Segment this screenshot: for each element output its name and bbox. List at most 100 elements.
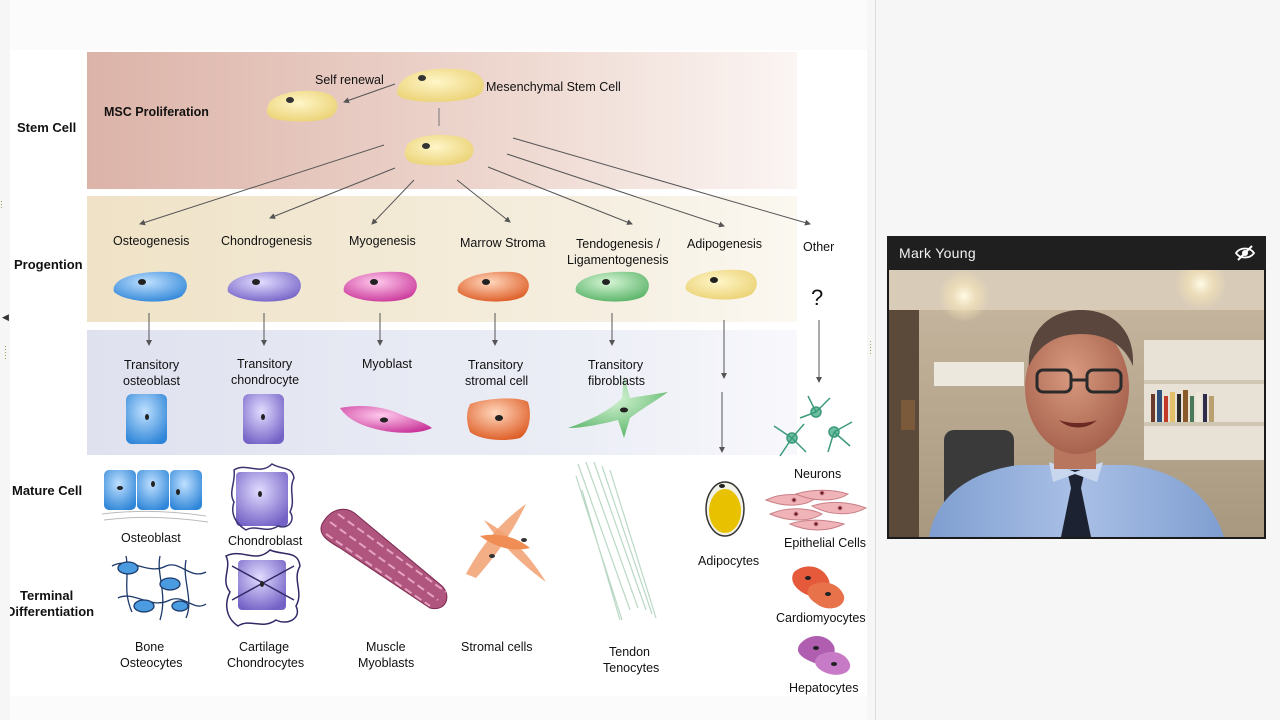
collapse-arrow-icon[interactable]: ◀ <box>2 312 9 322</box>
chondroblast-illustration <box>231 463 295 531</box>
transitory-fibroblasts-label-2: fibroblasts <box>588 374 645 388</box>
msc-daughter-cell <box>404 134 474 166</box>
transitory-fibroblast-cell <box>568 376 668 438</box>
epithelial-cells-label: Epithelial Cells <box>784 536 866 550</box>
row-label-terminal: Terminal <box>20 588 74 603</box>
osteo-progenitor-cell <box>113 271 187 302</box>
video-header: Mark Young <box>887 236 1266 270</box>
center-divider <box>875 0 876 720</box>
row-label-stem-cell: Stem Cell <box>17 120 77 135</box>
adipocytes-label: Adipocytes <box>698 554 760 568</box>
hepatocytes-label: Hepatocytes <box>789 681 859 695</box>
osteocytes-label: Osteocytes <box>120 656 183 670</box>
picture-frame <box>901 400 915 430</box>
chondrocytes-label: Chondrocytes <box>227 656 305 670</box>
transitory-chondrocyte-label-2: chondrocyte <box>231 373 300 387</box>
webcam-feed <box>889 270 1264 537</box>
neurons-label: Neurons <box>794 467 842 481</box>
neurons-illustration <box>773 395 853 457</box>
tenocytes-label: Tenocytes <box>603 661 660 675</box>
chondrocytes-illustration <box>224 549 301 627</box>
other-label: Other <box>803 240 835 254</box>
stromal-cells-label: Stromal cells <box>461 640 533 654</box>
self-renewal-arrow <box>343 83 396 104</box>
person-hair <box>1028 310 1134 366</box>
person-tie <box>1061 470 1091 537</box>
transitory-stromal-label-2: stromal cell <box>465 374 529 388</box>
slide-top-margin <box>10 0 867 50</box>
chondroblast-label: Chondroblast <box>228 534 303 548</box>
cartilage-label: Cartilage <box>239 640 290 654</box>
stroma-progenitor-cell <box>457 271 529 302</box>
row-label-differentiation: Differentiation <box>10 604 95 619</box>
person-glasses <box>1035 368 1123 394</box>
muscle-myoblasts-illustration <box>320 508 448 610</box>
arrow-to-tendogenesis <box>487 166 633 225</box>
muscle-label: Muscle <box>366 640 406 654</box>
transitory-osteoblast-label-2: osteoblast <box>123 374 180 388</box>
osteogenesis-label: Osteogenesis <box>113 234 190 248</box>
osteocytes-illustration <box>111 555 207 621</box>
transitory-chondrocyte-label-1: Transitory <box>237 357 293 371</box>
left-resize-handle[interactable]: ··· <box>0 196 3 212</box>
cardiomyocytes-illustration <box>792 566 845 609</box>
epithelial-cells-illustration <box>764 489 867 531</box>
arrow-to-adipogenesis <box>506 153 725 228</box>
left-resize-handle-lower[interactable]: ····· <box>4 341 7 363</box>
participant-video-panel[interactable]: Mark Young <box>887 236 1266 539</box>
arrow-to-osteogenesis <box>139 144 385 226</box>
msc-parent-nucleus <box>418 75 426 81</box>
arrow-to-marrow-stroma <box>456 179 511 223</box>
slide-bottom-margin <box>10 696 867 720</box>
bone-label: Bone <box>135 640 165 654</box>
transitory-stromal-label-1: Transitory <box>468 358 524 372</box>
tenocytes-illustration <box>575 461 657 621</box>
osteoblast-illustration <box>101 470 209 523</box>
progenitor-band <box>87 196 797 322</box>
msc-proliferation-label: MSC Proliferation <box>104 105 209 119</box>
center-resize-handle[interactable]: ····· <box>869 336 872 358</box>
stromal-cells-illustration <box>466 504 546 582</box>
unknown-lineage-mark: ? <box>811 285 824 310</box>
transitory-band <box>87 330 797 455</box>
person-face <box>1025 322 1129 454</box>
books <box>1151 390 1214 422</box>
marrow-stroma-label: Marrow Stroma <box>460 236 546 250</box>
ceiling-light-right <box>1175 270 1227 310</box>
adipo-progenitor-cell <box>685 269 757 300</box>
self-renewal-label: Self renewal <box>315 73 384 87</box>
myoblast-label: Myoblast <box>362 357 413 371</box>
tendo-progenitor-cell <box>575 271 649 302</box>
chondrogenesis-label: Chondrogenesis <box>221 234 313 248</box>
self-renewal-nucleus <box>286 97 294 103</box>
transitory-osteoblast-label-1: Transitory <box>124 358 180 372</box>
row-label-progenitor: Progention <box>14 257 83 272</box>
arrow-to-other <box>512 137 811 226</box>
chondro-progenitor-cell <box>227 271 301 302</box>
mesenchymal-stem-cell-label: Mesenchymal Stem Cell <box>486 80 621 94</box>
self-renewal-cell <box>266 90 338 122</box>
arrow-to-chondrogenesis <box>269 167 396 219</box>
participant-name: Mark Young <box>899 245 976 261</box>
cardiomyocytes-label: Cardiomyocytes <box>776 611 866 625</box>
msc-daughter-nucleus <box>422 143 430 149</box>
eye-slash-icon[interactable] <box>1234 242 1256 264</box>
ceiling-light-left <box>938 270 990 322</box>
ligamentogenesis-label: Ligamentogenesis <box>567 253 669 267</box>
arrow-to-myogenesis <box>371 179 415 225</box>
person-mouth <box>1059 420 1097 428</box>
shared-slide: Stem Cell Progention Mature Cell Termina… <box>10 0 867 720</box>
adipocyte-illustration <box>705 481 745 537</box>
tendogenesis-label: Tendogenesis / <box>576 237 661 251</box>
transitory-fibroblasts-label-1: Transitory <box>588 358 644 372</box>
tendon-label: Tendon <box>609 645 651 659</box>
myogenesis-label: Myogenesis <box>349 234 416 248</box>
osteoblast-label: Osteoblast <box>121 531 181 545</box>
air-conditioner <box>934 362 1024 386</box>
myo-progenitor-cell <box>343 271 417 302</box>
myoblasts-label: Myoblasts <box>358 656 415 670</box>
row-label-mature-cell: Mature Cell <box>12 483 83 498</box>
hepatocytes-illustration <box>797 635 851 675</box>
msc-differentiation-diagram <box>87 52 867 675</box>
adipogenesis-label: Adipogenesis <box>687 237 763 251</box>
